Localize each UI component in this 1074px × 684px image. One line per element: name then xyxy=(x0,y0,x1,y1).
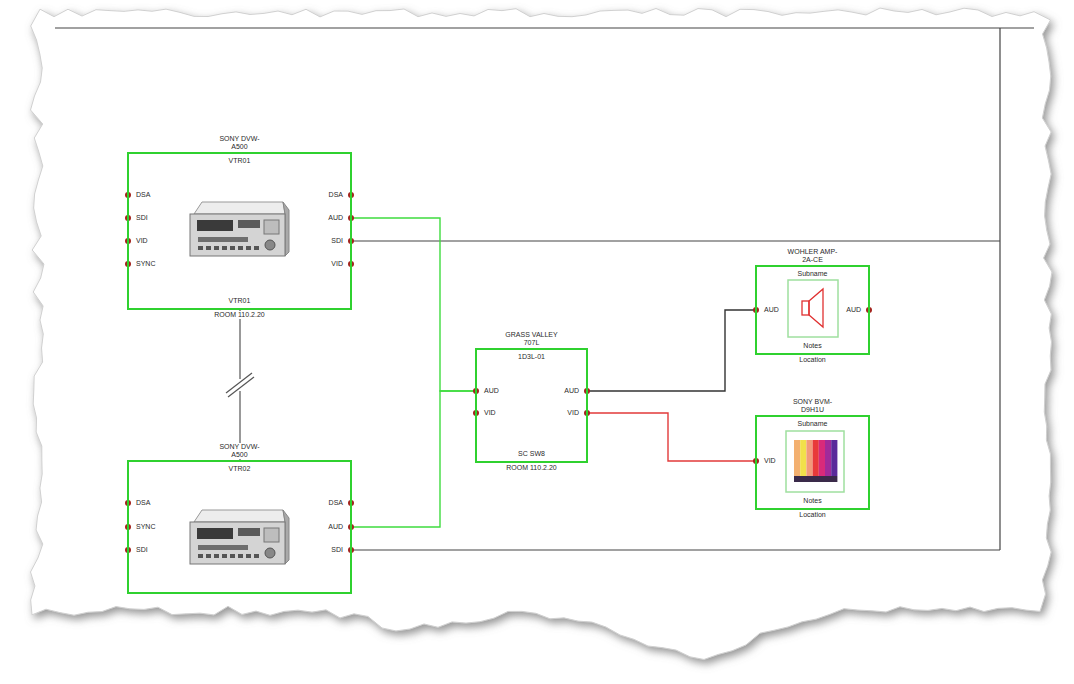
sdi-bus xyxy=(55,28,1034,550)
signal-wire xyxy=(352,391,475,527)
device-title: WOHLER AMP-2A-CE xyxy=(786,248,840,264)
device-name: 1D3L-01 xyxy=(517,353,546,361)
port-name: SDI xyxy=(135,546,149,554)
port-name: DSA xyxy=(135,499,151,507)
port-name: DSA xyxy=(328,191,344,199)
device-note: SC SW8 xyxy=(517,450,546,458)
port-name: VID xyxy=(330,260,344,268)
speaker-symbol xyxy=(802,289,823,327)
port-name: AUD xyxy=(327,523,344,531)
port-name: VID xyxy=(135,237,149,245)
port-name: DSA xyxy=(328,499,344,507)
device-note: VTR01 xyxy=(228,297,252,305)
device-note: Notes xyxy=(802,342,822,350)
device-location: ROOM 110.2.20 xyxy=(505,464,557,472)
port-name: VID xyxy=(566,409,580,417)
signal-wire xyxy=(588,310,755,391)
port-name: AUD xyxy=(483,387,500,395)
device-name: VTR02 xyxy=(228,465,252,473)
speaker-box: WOHLER AMP-2A-CESubnameNotesLocationAUDA… xyxy=(755,265,870,355)
port-name: VID xyxy=(763,457,777,465)
port-name: AUD xyxy=(763,306,780,314)
router-box: GRASS VALLEY 707L1D3L-01SC SW8ROOM 110.2… xyxy=(475,348,588,463)
port-name: VID xyxy=(483,409,497,417)
port-name: SDI xyxy=(135,214,149,222)
torn-paper xyxy=(30,8,1051,659)
vtr-box: SONY DVW-A500VTR01VTR01ROOM 110.2.20DSAS… xyxy=(127,152,352,310)
device-title: SONY DVW-A500 xyxy=(215,443,265,459)
port-name: SDI xyxy=(330,546,344,554)
device-location: Location xyxy=(798,511,826,519)
device-title: SONY BVM-D9H1U xyxy=(787,398,839,414)
port-name: SDI xyxy=(330,237,344,245)
port-name: DSA xyxy=(135,191,151,199)
vtr-picture xyxy=(190,510,289,564)
vtr-picture xyxy=(190,202,289,256)
signal-wire xyxy=(588,413,755,461)
icon-frame xyxy=(788,280,838,337)
device-name: Subname xyxy=(797,270,829,278)
port-name: SYNC xyxy=(135,523,156,531)
device-name: Subname xyxy=(797,420,829,428)
device-title: GRASS VALLEY 707L xyxy=(500,331,564,347)
device-name: VTR01 xyxy=(228,157,252,165)
device-title: SONY DVW-A500 xyxy=(215,135,265,151)
device-location: ROOM 110.2.20 xyxy=(213,311,265,319)
device-note: Notes xyxy=(802,497,822,505)
vtr-box: SONY DVW-A500VTR02DSASYNCSDIDSAAUDSDI xyxy=(127,460,352,594)
signal-wire xyxy=(352,218,475,391)
port-name: AUD xyxy=(845,306,862,314)
port-name: AUD xyxy=(563,387,580,395)
port-name: SYNC xyxy=(135,260,156,268)
color-bars xyxy=(794,440,837,482)
device-location: Location xyxy=(798,356,826,364)
port-dots xyxy=(125,192,872,553)
port-name: AUD xyxy=(327,214,344,222)
monitor-box: SONY BVM-D9H1USubnameNotesLocationVID xyxy=(755,415,870,510)
break-symbol xyxy=(226,373,254,397)
icon-frame xyxy=(786,431,844,492)
